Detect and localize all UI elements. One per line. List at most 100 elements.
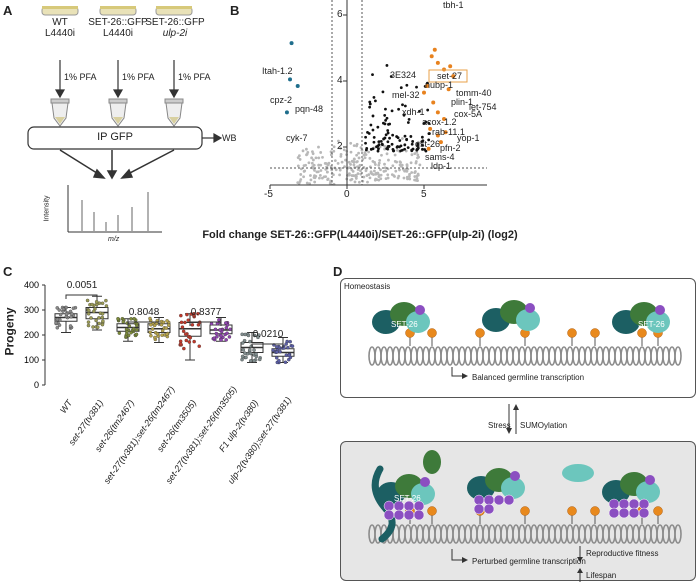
protein-label: mel-32 xyxy=(392,90,420,100)
dna-strand xyxy=(398,346,406,366)
box-point xyxy=(240,332,244,337)
perturbed-transcription-label: Perturbed germline transcription xyxy=(472,557,586,566)
volcano-point xyxy=(311,158,315,162)
set-27-highlight-box xyxy=(428,69,468,83)
volcano-point xyxy=(372,96,376,99)
volcano-point xyxy=(383,136,387,140)
ip-gfp-label: IP GFP xyxy=(97,131,133,143)
dna-strand xyxy=(428,346,436,366)
volcano-point xyxy=(398,163,402,167)
volcano-point xyxy=(365,146,369,150)
volcano-point xyxy=(332,145,336,149)
box-point xyxy=(288,339,292,344)
volcano-point xyxy=(317,145,320,149)
volcano-point xyxy=(356,168,360,171)
volcano-point xyxy=(418,109,421,113)
volcano-point xyxy=(310,161,314,165)
volcano-point xyxy=(340,160,344,164)
volcano-point xyxy=(371,128,375,132)
sumo-marker xyxy=(655,305,665,315)
volcano-point xyxy=(350,159,354,163)
petri-dish-icon xyxy=(99,6,137,16)
sumo-marker xyxy=(608,507,620,519)
sumo-marker xyxy=(525,303,535,313)
volcano-point xyxy=(301,149,305,153)
dna-strand xyxy=(506,524,514,544)
dna-strand xyxy=(452,524,460,544)
volcano-point-upregulated xyxy=(425,84,430,88)
volcano-point xyxy=(391,164,395,168)
tube-icon xyxy=(108,98,128,127)
dna-strand xyxy=(596,524,604,544)
volcano-point xyxy=(374,99,377,103)
box-point xyxy=(241,348,246,352)
volcano-point xyxy=(298,158,302,161)
volcano-point xyxy=(296,164,300,168)
sumo-marker xyxy=(628,507,640,519)
box-point xyxy=(192,312,196,317)
dna-strand xyxy=(506,346,514,366)
volcano-point xyxy=(416,153,420,157)
sumo-marker xyxy=(483,494,495,506)
volcano-point xyxy=(359,169,362,173)
dna-strand xyxy=(638,346,646,366)
volcano-point xyxy=(399,149,402,153)
box-point xyxy=(218,328,222,332)
sumo-marker xyxy=(618,507,630,519)
box-point xyxy=(104,304,109,308)
volcano-point xyxy=(414,160,418,163)
volcano-point-upregulated xyxy=(426,146,431,151)
volcano-point xyxy=(415,85,418,89)
volcano-point xyxy=(418,163,422,167)
volcano-point xyxy=(372,173,375,177)
volcano-point-upregulated xyxy=(451,74,456,79)
p-value: 0.0051 xyxy=(66,280,98,291)
volcano-point xyxy=(349,178,353,182)
box-point xyxy=(181,329,186,334)
volcano-point xyxy=(347,160,351,164)
volcano-point-upregulated xyxy=(429,54,434,59)
box-point xyxy=(148,330,152,335)
volcano-point xyxy=(309,174,312,177)
dna-strand xyxy=(368,524,376,544)
box-point xyxy=(286,345,290,350)
dna-strand xyxy=(590,346,598,366)
volcano-point xyxy=(386,173,390,177)
volcano-point xyxy=(371,73,374,77)
dna-strand xyxy=(512,524,520,544)
volcano-point xyxy=(405,138,409,142)
volcano-point xyxy=(405,83,409,87)
methyl-mark xyxy=(475,328,485,338)
volcano-point xyxy=(408,172,411,176)
dna-strand xyxy=(608,524,616,544)
dna-strand xyxy=(656,346,664,366)
box-point xyxy=(160,328,165,333)
dna-strand xyxy=(530,346,538,366)
box-point xyxy=(274,356,279,360)
volcano-point xyxy=(307,161,311,165)
volcano-point xyxy=(410,153,414,157)
dna-strand xyxy=(428,524,436,544)
box-point xyxy=(101,319,105,323)
dna-strand xyxy=(410,346,418,366)
dna-strand xyxy=(368,346,376,366)
volcano-point-upregulated xyxy=(443,130,448,135)
methyl-mark xyxy=(520,506,530,516)
box-point xyxy=(134,332,139,337)
volcano-point xyxy=(416,142,420,146)
box-point xyxy=(178,342,183,346)
protein-label: pfn-2 xyxy=(440,143,461,153)
box-point xyxy=(54,320,58,325)
volcano-point-upregulated xyxy=(442,117,447,121)
dna-strand xyxy=(416,524,424,544)
volcano-point xyxy=(305,147,308,151)
volcano-point xyxy=(372,140,376,144)
mass-spectrum xyxy=(67,185,162,233)
volcano-point xyxy=(413,152,417,156)
box-point xyxy=(71,306,76,311)
volcano-point xyxy=(384,107,387,111)
dna-strand xyxy=(662,346,670,366)
dna-strand xyxy=(584,524,592,544)
box-point xyxy=(86,323,91,328)
volcano-point xyxy=(319,151,323,154)
